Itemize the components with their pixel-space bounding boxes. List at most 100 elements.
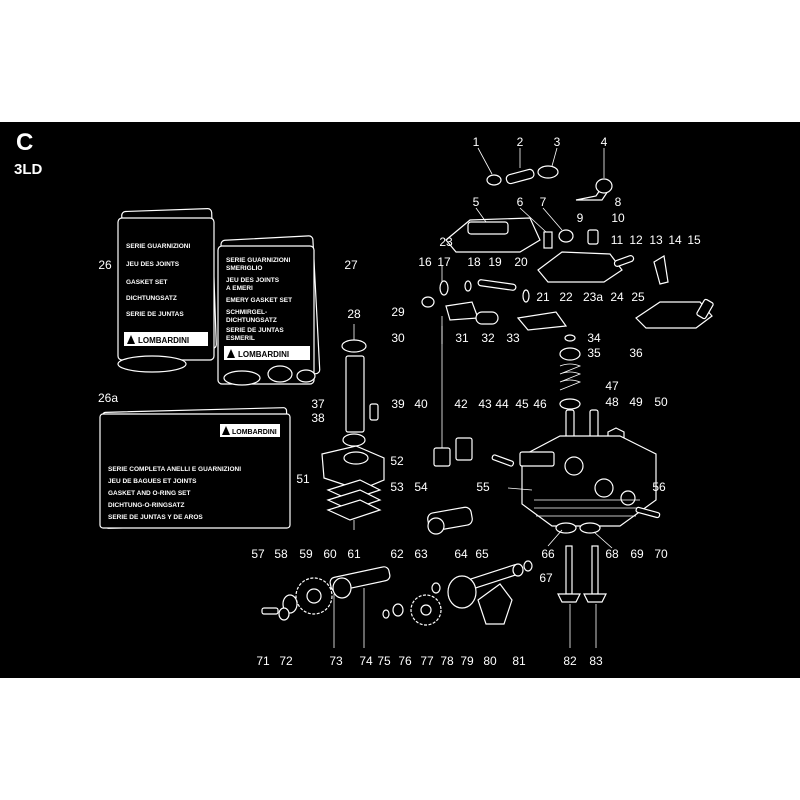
part-label-22: 22: [559, 290, 573, 304]
emery-gasket-set-kit-27: SERIE GUARNIZIONI SMERIGLIO JEU DES JOIN…: [217, 235, 321, 386]
kit26a-line-4: DICHTUNG-O-RINGSATZ: [108, 502, 184, 509]
part-label-81: 81: [512, 654, 526, 668]
part-shape-31: [445, 301, 479, 321]
part-label-51: 51: [296, 472, 310, 486]
part-label-11: 11: [611, 233, 624, 247]
kit27-brand: LOMBARDINI: [238, 350, 289, 359]
part-label-83: 83: [589, 654, 603, 668]
part-label-61: 61: [347, 547, 361, 561]
part-label-31: 31: [455, 331, 469, 345]
part-label-29: 29: [391, 305, 405, 319]
part-shape-39: [369, 403, 379, 421]
part-label-35: 35: [587, 346, 601, 360]
part-label-68: 68: [605, 547, 619, 561]
part-label-52: 52: [390, 454, 404, 468]
kit27-line-5: EMERY GASKET SET: [226, 297, 292, 304]
part-label-37: 37: [311, 397, 325, 411]
kit26a-brand: LOMBARDINI: [232, 429, 277, 436]
part-label-67: 67: [539, 571, 553, 585]
engine-model: 3LD: [14, 161, 43, 178]
part-label-72: 72: [279, 654, 293, 668]
part-label-4: 4: [601, 135, 608, 149]
kit27-line-3: JEU DES JOINTS: [226, 277, 280, 284]
part-shape-3: [537, 165, 559, 179]
part-label-9: 9: [577, 211, 584, 225]
kit26-line-1: SERIE GUARNIZIONI: [126, 243, 190, 250]
part-shape-40: [433, 447, 451, 467]
kit27-line-7: DICHTUNGSATZ: [226, 317, 277, 324]
part-label-55: 55: [476, 480, 490, 494]
part-label-20: 20: [514, 255, 528, 269]
kit26-brand: LOMBARDINI: [138, 336, 189, 345]
part-label-1: 1: [473, 135, 480, 149]
part-label-82: 82: [563, 654, 577, 668]
part-label-23: 23: [439, 235, 453, 249]
part-shape-55: [521, 435, 657, 527]
part-shape-81: [512, 563, 524, 577]
part-label-6: 6: [517, 195, 524, 209]
part-shape-75: [382, 609, 390, 619]
kit26a-line-1: SERIE COMPLETA ANELLI E GUARNIZIONI: [108, 466, 241, 473]
part-label-15: 15: [687, 233, 701, 247]
part-label-58: 58: [274, 547, 288, 561]
part-label-46: 46: [533, 397, 547, 411]
part-label-5: 5: [473, 195, 480, 209]
kit26-line-4: DICHTUNGSATZ: [126, 295, 177, 302]
part-shape-6: [543, 231, 553, 249]
part-shape-32: [475, 311, 499, 325]
part-shape-82: [565, 545, 573, 595]
part-label-34: 34: [587, 331, 601, 345]
part-shape-38: [342, 433, 366, 447]
complete-gasket-set-kit-26a: LOMBARDINI SERIE COMPLETA ANELLI E GUARN…: [99, 407, 291, 529]
part-label-48: 48: [605, 395, 619, 409]
part-label-40: 40: [414, 397, 428, 411]
part-label-13: 13: [649, 233, 663, 247]
kit26a-line-3: GASKET AND O-RING SET: [108, 490, 190, 497]
part-label-2: 2: [517, 135, 524, 149]
part-label-36: 36: [629, 346, 643, 360]
part-label-43: 43: [478, 397, 492, 411]
part-shape-70: [635, 506, 661, 519]
kit27-line-1: SERIE GUARNIZIONI: [226, 257, 290, 264]
part-shape-61: [326, 499, 382, 521]
kit26-line-3: GASKET SET: [126, 279, 168, 286]
part-label-74: 74: [359, 654, 373, 668]
part-label-63: 63: [414, 547, 428, 561]
part-label-45: 45: [515, 397, 529, 411]
kit26-line-2: JEU DES JOINTS: [126, 261, 180, 268]
part-label-62: 62: [390, 547, 404, 561]
part-label-65: 65: [475, 547, 489, 561]
part-shape-17: [439, 280, 449, 296]
section-letter: C: [16, 129, 33, 156]
part-label-19: 19: [488, 255, 502, 269]
kit26a-line-5: SERIE DE JUNTAS Y DE AROS: [108, 514, 203, 521]
part-label-70: 70: [654, 547, 668, 561]
part-label-73: 73: [329, 654, 343, 668]
part-label-12: 12: [629, 233, 643, 247]
part-label-75: 75: [377, 654, 391, 668]
part-shape-9: [558, 229, 574, 243]
part-shape-21: [522, 289, 530, 303]
gasket-set-kit-26: SERIE GUARNIZIONI JEU DES JOINTS GASKET …: [117, 208, 217, 373]
part-label-8: 8: [615, 195, 622, 209]
kit27-line-2: SMERIGLIO: [226, 265, 262, 272]
part-label-7: 7: [540, 195, 547, 209]
part-label-77: 77: [420, 654, 434, 668]
part-shape-68: [579, 522, 601, 534]
part-label-76: 76: [398, 654, 412, 668]
part-shape-29: [421, 296, 435, 308]
part-shape-34: [564, 334, 576, 342]
part-shape-43: [491, 454, 515, 467]
part-label-17: 17: [437, 255, 451, 269]
part-label-25: 25: [631, 290, 645, 304]
part-label-47: 47: [605, 379, 619, 393]
part-label-79: 79: [460, 654, 474, 668]
part-label-10: 10: [611, 211, 625, 225]
part-shape-37: [345, 355, 365, 433]
part-label-56: 56: [652, 480, 666, 494]
part-label-54: 54: [414, 480, 428, 494]
part-label-71: 71: [256, 654, 270, 668]
part-shape-28: [341, 339, 367, 353]
leader-lines: [333, 147, 613, 648]
part-label-30: 30: [391, 331, 405, 345]
